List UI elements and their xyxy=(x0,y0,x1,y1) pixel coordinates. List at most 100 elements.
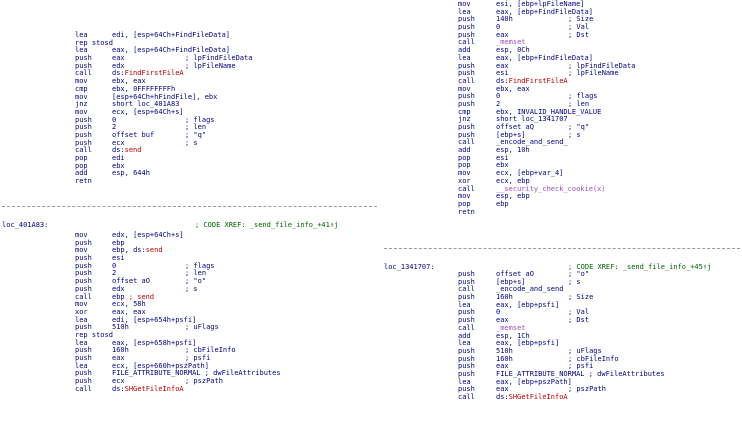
comment[interactable]: ; flags xyxy=(185,115,215,124)
mnemonic[interactable]: push xyxy=(458,385,475,394)
operand[interactable]: ecx, [esp+64Ch+s] xyxy=(112,107,184,116)
operand[interactable]: eax xyxy=(112,54,125,63)
operand[interactable]: 0 xyxy=(496,308,501,317)
mnemonic[interactable]: push xyxy=(458,354,475,363)
mnemonic[interactable]: pop xyxy=(458,161,471,170)
operand[interactable]: [esp+64Ch+hFindFile], ebx xyxy=(112,92,218,101)
operand[interactable]: 0 xyxy=(496,23,501,32)
operand[interactable]: eax, [esp+64Ch+FindFileData] xyxy=(112,46,231,55)
mnemonic[interactable]: push xyxy=(458,30,475,39)
mnemonic[interactable]: jnz xyxy=(458,115,471,124)
mnemonic[interactable]: call xyxy=(458,285,475,294)
operand[interactable]: eax, [esp+658h+psfi] xyxy=(112,338,197,347)
operand[interactable]: offset buf xyxy=(112,130,155,139)
operand[interactable]: ds: xyxy=(112,69,125,78)
mnemonic[interactable]: push xyxy=(75,346,92,355)
operand[interactable]: ecx, ebp xyxy=(496,176,530,185)
function-ref[interactable]: ; send xyxy=(128,292,155,301)
operand[interactable]: edi, [esp+654h+psfi] xyxy=(112,315,197,324)
mnemonic[interactable]: lea xyxy=(75,31,88,39)
code-label-line[interactable]: loc_1341707:; CODE XREF: _send_file_info… xyxy=(380,263,742,272)
comment[interactable]: ; uFlags xyxy=(568,346,602,355)
mnemonic[interactable]: mov xyxy=(75,92,88,101)
operand[interactable]: FILE_ATTRIBUTE_NORMAL ; dwFileAttributes xyxy=(496,369,665,378)
mnemonic[interactable]: push xyxy=(458,69,475,78)
operand[interactable]: ebx, eax xyxy=(496,84,530,93)
operand[interactable]: esi xyxy=(496,153,509,162)
operand[interactable]: edi, [esp+64Ch+FindFileData] xyxy=(112,31,231,39)
mnemonic[interactable]: rep stosd xyxy=(75,330,113,339)
operand[interactable]: eax xyxy=(496,316,509,325)
code-label[interactable]: loc_401A83: xyxy=(2,221,49,229)
mnemonic[interactable]: push xyxy=(75,323,92,332)
operand[interactable]: ds: xyxy=(112,384,125,393)
operand[interactable]: esi xyxy=(112,254,125,263)
mnemonic[interactable]: call xyxy=(75,69,92,78)
mnemonic[interactable]: lea xyxy=(458,7,471,16)
operand[interactable]: eax xyxy=(496,30,509,39)
operand[interactable]: ds: xyxy=(496,393,509,401)
mnemonic[interactable]: push xyxy=(458,92,475,101)
mnemonic[interactable]: push xyxy=(458,316,475,325)
function-ref[interactable]: __security_check_cookie(x) xyxy=(496,184,606,193)
comment[interactable]: ; "q" xyxy=(185,130,207,139)
mnemonic[interactable]: push xyxy=(75,261,92,270)
operand[interactable]: eax xyxy=(496,61,509,70)
mnemonic[interactable]: push xyxy=(75,123,92,132)
mnemonic[interactable]: push xyxy=(75,130,92,139)
comment[interactable]: ; psfi xyxy=(185,354,211,362)
mnemonic[interactable]: add xyxy=(458,331,471,340)
operand[interactable]: eax xyxy=(496,362,509,371)
mnemonic[interactable]: add xyxy=(75,169,88,178)
operand[interactable]: edx xyxy=(112,61,125,70)
mnemonic[interactable]: mov xyxy=(458,0,471,8)
mnemonic[interactable]: lea xyxy=(458,300,471,309)
operand[interactable]: eax, [ebp+psfi] xyxy=(496,300,560,309)
comment[interactable]: ; lpFileName xyxy=(568,69,619,78)
mnemonic[interactable]: push xyxy=(75,115,92,124)
operand[interactable]: FILE_ATTRIBUTE_NORMAL ; dwFileAttributes xyxy=(112,369,281,378)
mnemonic[interactable]: retn xyxy=(75,177,92,186)
comment[interactable]: ; Val xyxy=(568,308,590,317)
mnemonic[interactable]: push xyxy=(458,99,475,108)
mnemonic[interactable]: push xyxy=(458,61,475,70)
function-ref[interactable]: _memset xyxy=(496,323,526,332)
mnemonic[interactable]: mov xyxy=(458,169,471,178)
operand[interactable]: 0 xyxy=(112,115,117,124)
mnemonic[interactable]: xor xyxy=(458,176,471,185)
operand[interactable]: ebp xyxy=(112,292,129,301)
comment[interactable]: ; lpFileName xyxy=(185,61,236,70)
mnemonic[interactable]: add xyxy=(458,146,471,155)
operand[interactable]: 160h xyxy=(496,293,513,302)
operand[interactable]: ebx, 0FFFFFFFFh xyxy=(112,84,176,93)
mnemonic[interactable]: mov xyxy=(75,231,88,239)
mnemonic[interactable]: push xyxy=(458,369,475,378)
function-ref[interactable]: SHGetFileInfoA xyxy=(508,393,568,401)
operand[interactable]: esp, 10h xyxy=(496,146,530,155)
comment[interactable]: ; uFlags xyxy=(185,323,219,332)
operand[interactable]: ecx, [ebp+var_4] xyxy=(496,169,564,178)
mnemonic[interactable]: mov xyxy=(458,192,471,201)
code-label[interactable]: loc_1341707: xyxy=(384,263,435,271)
mnemonic[interactable]: push xyxy=(75,61,92,70)
mnemonic[interactable]: push xyxy=(458,123,475,131)
comment[interactable]: ; cbFileInfo xyxy=(568,354,619,363)
mnemonic[interactable]: lea xyxy=(458,377,471,386)
comment[interactable]: ; len xyxy=(185,269,207,278)
mnemonic[interactable]: pop xyxy=(75,161,88,170)
comment[interactable]: ; flags xyxy=(568,92,598,101)
operand[interactable]: 2 xyxy=(112,123,117,132)
comment[interactable]: ; s xyxy=(568,277,581,286)
mnemonic[interactable]: add xyxy=(458,46,471,55)
comment[interactable]: ; s xyxy=(568,130,581,139)
mnemonic[interactable]: push xyxy=(75,277,92,286)
code-label-line[interactable]: loc_401A83:; CODE XREF: _send_file_info_… xyxy=(0,221,380,230)
mnemonic[interactable]: push xyxy=(458,293,475,302)
comment[interactable]: ; Size xyxy=(568,293,594,302)
operand[interactable]: 0 xyxy=(496,92,501,101)
function-ref[interactable]: send xyxy=(124,146,142,155)
operand[interactable]: ebx, eax xyxy=(112,77,146,86)
mnemonic[interactable]: push xyxy=(75,269,92,278)
function-ref[interactable]: _memset xyxy=(496,38,526,47)
comment[interactable]: ; "o" xyxy=(568,270,590,278)
